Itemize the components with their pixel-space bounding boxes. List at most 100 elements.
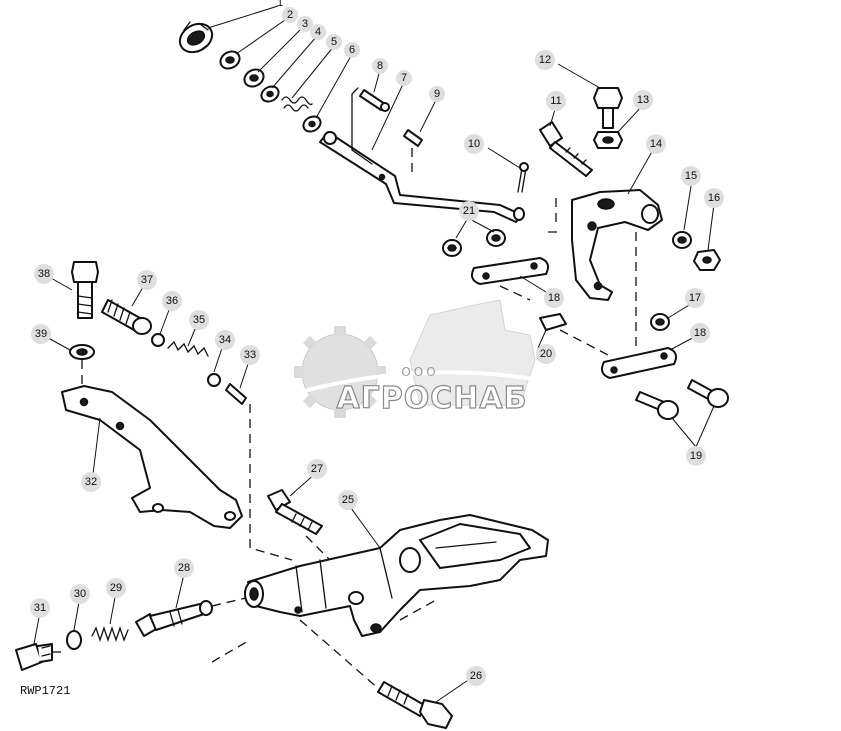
part-21-washer-b: [486, 229, 506, 247]
drawing-code: RWP1721: [20, 684, 70, 698]
svg-text:8: 8: [377, 60, 383, 72]
axis-line: [399, 599, 437, 621]
svg-text:26: 26: [470, 670, 482, 682]
part-38-bolt: [71, 261, 99, 319]
part-10-cotter: [517, 162, 529, 193]
part-14-bellcrank: [571, 189, 663, 301]
part-29-spring: [91, 625, 129, 643]
callout-16: 16: [704, 188, 724, 208]
callout-34: 34: [215, 330, 235, 350]
svg-text:35: 35: [193, 314, 205, 326]
callout-36: 36: [162, 291, 182, 311]
part-28-plunger: [135, 600, 213, 637]
callout-27: 27: [307, 459, 327, 479]
svg-text:2: 2: [287, 9, 293, 21]
axis-line: [211, 639, 251, 663]
svg-text:5: 5: [331, 36, 337, 48]
part-25-housing: [244, 514, 549, 637]
callout-3: 3: [297, 16, 313, 32]
callout-32: 32: [81, 472, 101, 492]
part-17-washer: [650, 313, 670, 331]
callout-26: 26: [466, 666, 486, 686]
part-6-washer: [302, 115, 322, 133]
svg-text:17: 17: [689, 292, 701, 304]
part-3-washer: [243, 68, 265, 88]
part-18-link-upper: [471, 257, 549, 285]
svg-text:21: 21: [463, 205, 475, 217]
callout-25: 25: [338, 490, 358, 510]
part-19-pin-b: [687, 379, 729, 408]
callout-31: 31: [30, 598, 50, 618]
callout-35: 35: [189, 310, 209, 330]
svg-text:10: 10: [468, 138, 480, 150]
part-21-washer-a: [442, 239, 462, 257]
part-39-washer: [69, 344, 95, 360]
callout-10: 10: [464, 134, 484, 154]
part-1-knob: [178, 21, 214, 54]
callout-8: 8: [372, 58, 388, 74]
callout-12: 12: [535, 50, 555, 70]
axis-line: [305, 535, 331, 561]
svg-text:4: 4: [315, 26, 321, 38]
svg-text:7: 7: [401, 72, 407, 84]
part-7-rod: [319, 131, 525, 223]
svg-text:18: 18: [694, 327, 706, 339]
callout-4: 4: [310, 24, 326, 40]
svg-text:25: 25: [342, 494, 354, 506]
callout-37: 37: [137, 270, 157, 290]
callout-30: 30: [70, 584, 90, 604]
callout-5: 5: [326, 34, 342, 50]
callout-13: 13: [633, 90, 653, 110]
callout-17: 17: [685, 288, 705, 308]
axis-line: [249, 404, 293, 561]
svg-text:18: 18: [548, 292, 560, 304]
axis-line: [299, 619, 381, 691]
svg-text:14: 14: [650, 138, 662, 150]
svg-text:28: 28: [178, 562, 190, 574]
part-5-spring: [281, 96, 313, 112]
svg-text:30: 30: [74, 588, 86, 600]
callout-28: 28: [174, 558, 194, 578]
callout-29: 29: [106, 578, 126, 598]
callout-15: 15: [681, 166, 701, 186]
svg-text:12: 12: [539, 54, 551, 66]
svg-text:9: 9: [434, 88, 440, 100]
part-11-bolt: [539, 121, 593, 177]
part-37-valve: [101, 299, 152, 335]
part-13-nut: [593, 131, 623, 149]
part-27-bolt: [267, 489, 323, 535]
callout-21: 21: [459, 201, 479, 221]
callout-11: 11: [546, 91, 566, 111]
axis-line: [499, 285, 531, 301]
part-35-spring: [167, 340, 209, 357]
callout-9: 9: [429, 86, 445, 102]
callout-33: 33: [240, 345, 260, 365]
svg-text:15: 15: [685, 170, 697, 182]
callout-18-upper: 18: [544, 288, 564, 308]
svg-text:36: 36: [166, 295, 178, 307]
part-33-pin: [225, 383, 247, 405]
part-31-fitting: [15, 643, 53, 671]
callout-19: 19: [686, 446, 706, 466]
callout-6: 6: [344, 42, 360, 58]
part-16-nut: [693, 249, 721, 271]
part-30-oring: [66, 630, 82, 650]
callout-18-lower: 18: [690, 323, 710, 343]
svg-text:33: 33: [244, 349, 256, 361]
svg-text:11: 11: [550, 95, 561, 107]
part-18-link-lower: [601, 347, 677, 379]
part-8-pin: [359, 89, 390, 112]
axis-line: [559, 329, 611, 357]
callout-2: 2: [282, 7, 298, 23]
svg-text:20: 20: [540, 348, 552, 360]
svg-text:6: 6: [349, 44, 355, 56]
part-36-ring: [151, 333, 165, 347]
part-20-bracket: [539, 313, 567, 331]
svg-text:13: 13: [637, 94, 649, 106]
part-2-washer: [219, 50, 241, 70]
callout-14: 14: [646, 134, 666, 154]
rod-outline-bracket: [351, 87, 373, 165]
watermark-logo: [294, 299, 541, 418]
part-9-pin: [403, 129, 423, 147]
